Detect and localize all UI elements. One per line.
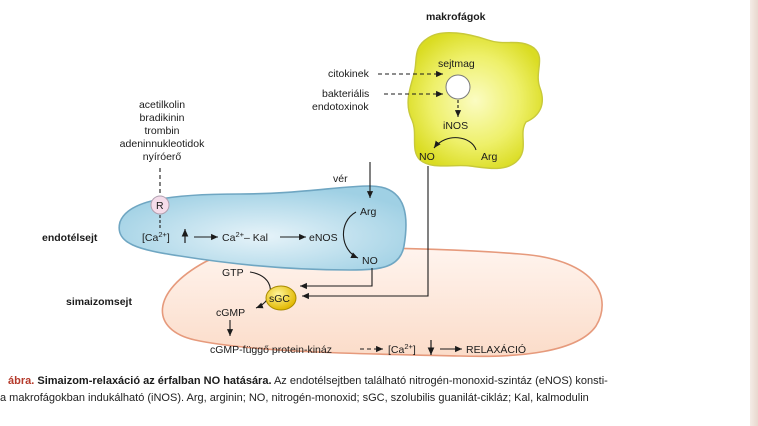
sgc-enzyme (265, 285, 297, 311)
gtp-to-cgmp-arrow (249, 271, 271, 309)
blood-label: vér (333, 173, 348, 185)
sgc-label: sGC (269, 293, 290, 305)
enos-label: eNOS (309, 232, 338, 244)
caption-line-2: a makrofágokban indukálható (iNOS). Arg,… (0, 392, 589, 404)
caption-line1-rest: Az endotélsejtben található nitrogén-mon… (271, 375, 608, 387)
endo-arg-to-no-arrow (342, 211, 359, 259)
stimulus-adenine-nucleotides: adeninnukleotidok (120, 138, 205, 150)
caption-lead: ábra. (8, 375, 35, 387)
bacterial-label: bakteriális (322, 88, 369, 100)
caption-title: Simaizom-relaxáció az érfalban NO hatásá… (37, 375, 272, 387)
macrophage-shape (407, 32, 544, 170)
receptor-label: R (156, 200, 164, 212)
kinase-label: cGMP-függő protein-kináz (210, 344, 332, 356)
gtp-label: GTP (222, 267, 244, 279)
figure-caption: ábra. Simaizom-relaxáció az érfalban NO … (0, 373, 758, 407)
no-pathway-diagram: makrofágok sejtmag citokinek bakteriális… (42, 11, 603, 358)
cgmp-label: cGMP (216, 307, 245, 319)
sm-calcium-label: [Ca2+] (388, 342, 416, 356)
smooth-muscle-cell-shape (161, 247, 603, 358)
page-edge (750, 0, 758, 426)
endotoxins-label: endotoxinok (312, 101, 369, 113)
ca-kal-label: Ca2+– Kal (222, 230, 268, 244)
nucleus-circle (445, 74, 471, 100)
macrophage-title: makrofágok (426, 11, 486, 23)
cytokines-label: citokinek (328, 68, 370, 80)
endo-arg-label: Arg (360, 206, 377, 218)
sm-calcium-superscript: 2+ (404, 342, 413, 351)
macro-arg-label: Arg (481, 151, 498, 163)
smooth-muscle-cell-label: simaizomsejt (66, 296, 132, 308)
stimulus-bradykinin: bradikinin (140, 112, 185, 124)
caption-line-1: ábra. Simaizom-relaxáció az érfalban NO … (0, 373, 758, 390)
stimulus-acetylcholine: acetilkolin (139, 99, 185, 111)
endothelial-cell-shape (118, 185, 407, 271)
endo-no-label: NO (362, 255, 378, 267)
stimulus-thrombin: trombin (144, 125, 179, 137)
stimulus-shear-stress: nyíróerő (143, 151, 182, 163)
nucleus-label: sejtmag (438, 58, 475, 70)
endo-calcium-label: [Ca2+] (142, 230, 170, 244)
receptor-circle (150, 195, 170, 215)
inos-label: iNOS (443, 120, 468, 132)
ca-kal-superscript: 2+ (235, 230, 244, 239)
macro-no-label: NO (419, 151, 435, 163)
relaxation-label: RELAXÁCIÓ (466, 343, 526, 356)
endo-no-to-sgc-arrow (300, 268, 373, 290)
macro-arg-to-no-arrow (433, 137, 477, 151)
endothelial-cell-label: endotélsejt (42, 232, 98, 244)
endo-calcium-superscript: 2+ (158, 230, 167, 239)
macro-no-to-sgc-arrow (302, 166, 429, 300)
